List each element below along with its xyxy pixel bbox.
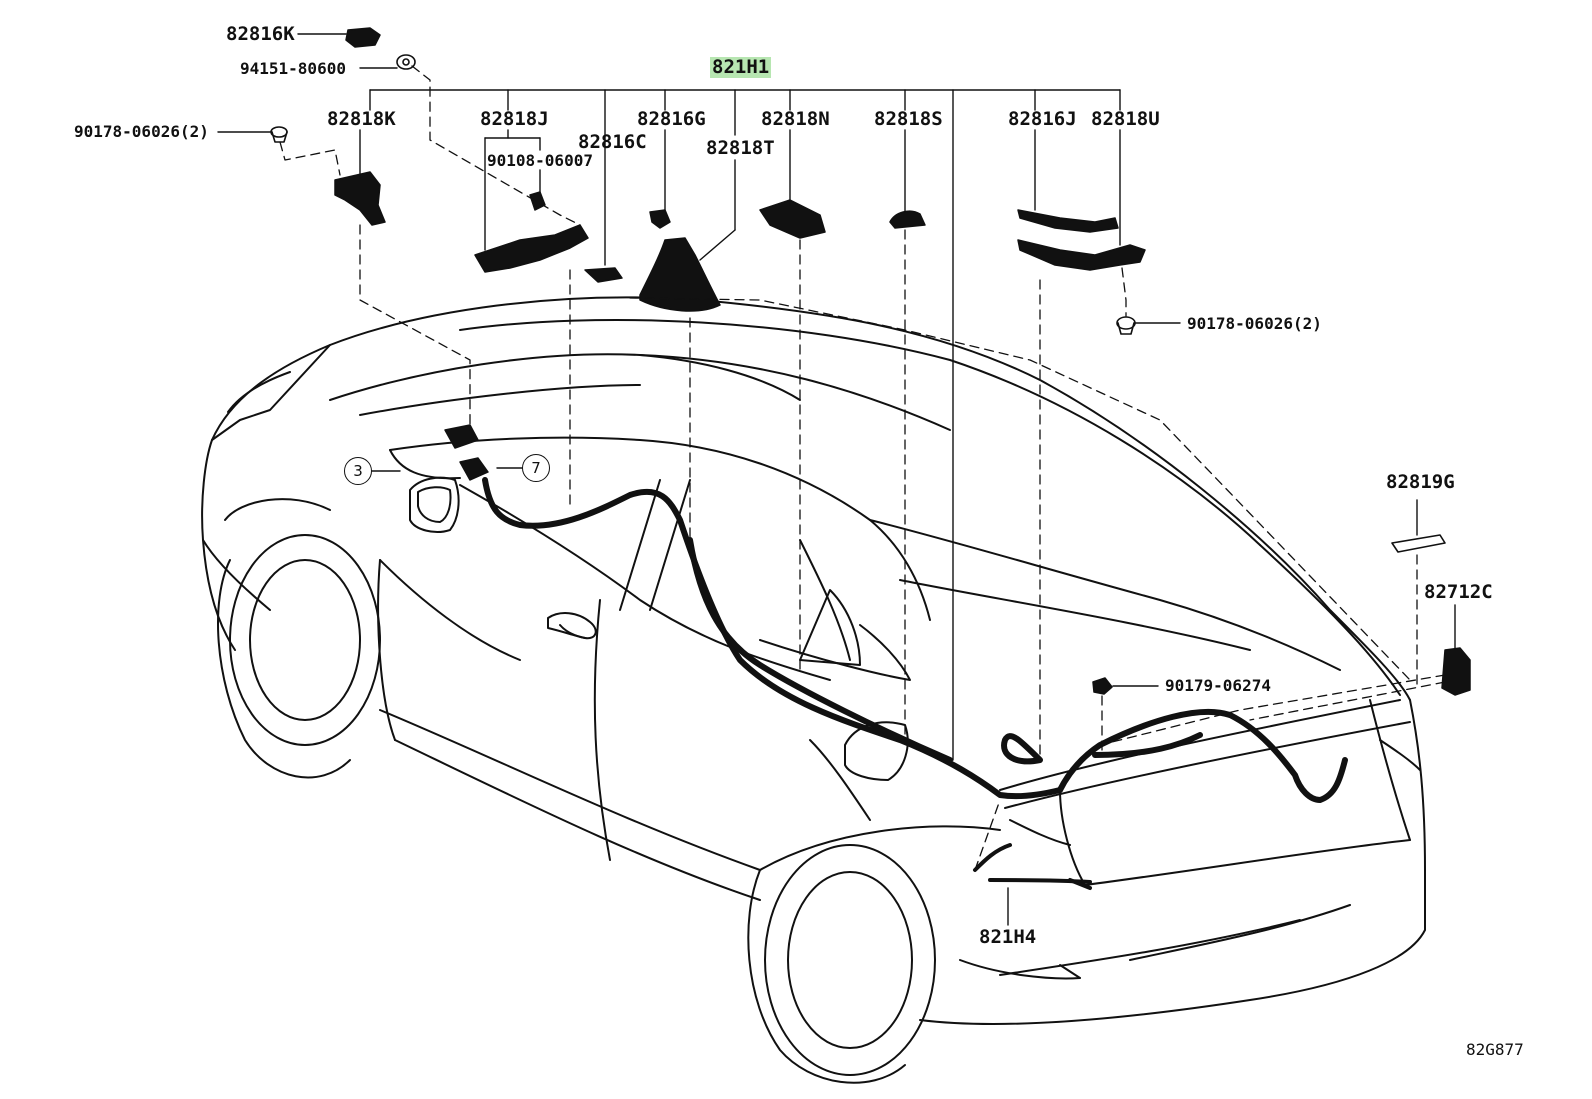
clip-82712C-shape xyxy=(1442,648,1470,695)
bracket-82816J-shape xyxy=(1018,210,1118,232)
rear-harness-821H4 xyxy=(975,845,1090,888)
part-label-94151-80600[interactable]: 94151-80600 xyxy=(240,59,346,78)
bolt-90108-shape xyxy=(530,192,545,210)
part-label-82816C[interactable]: 82816C xyxy=(578,131,647,153)
bracket-82818U-shape xyxy=(1018,240,1145,270)
part-label-82818S[interactable]: 82818S xyxy=(874,108,943,130)
clip-82816G-shape xyxy=(650,210,670,228)
clip-82816C-shape xyxy=(585,268,622,282)
nut-90179-shape xyxy=(1093,678,1112,694)
part-label-82818U[interactable]: 82818U xyxy=(1091,108,1160,130)
washer-94151-shape xyxy=(397,55,415,69)
part-label-82816J[interactable]: 82816J xyxy=(1008,108,1077,130)
bracket-82818N-shape xyxy=(760,200,825,238)
main-part-label[interactable]: 821H1 xyxy=(710,56,772,78)
part-shapes xyxy=(335,28,1470,695)
part-label-82818N[interactable]: 82818N xyxy=(761,108,830,130)
callout-7: 7 xyxy=(522,454,550,482)
leader-lines xyxy=(218,34,1455,925)
bracket-82818K-shape xyxy=(335,172,385,225)
part-label-82818J[interactable]: 82818J xyxy=(480,108,549,130)
part-label-82816G[interactable]: 82816G xyxy=(637,108,706,130)
part-label-82819G[interactable]: 82819G xyxy=(1386,471,1455,493)
part-label-90108-06007[interactable]: 90108-06007 xyxy=(487,151,593,170)
part-label-90179-06274[interactable]: 90179-06274 xyxy=(1165,676,1271,695)
grommet-82818T-shape xyxy=(640,238,720,311)
part-label-82818T[interactable]: 82818T xyxy=(706,137,775,159)
part-label-82712C[interactable]: 82712C xyxy=(1424,581,1493,603)
part-label-90178-left[interactable]: 90178-06026(2) xyxy=(74,122,209,141)
bracket-82818J-shape xyxy=(475,225,588,272)
part-label-90178-right[interactable]: 90178-06026(2) xyxy=(1187,314,1322,333)
clip-82816K-shape xyxy=(346,28,380,47)
part-label-82818K[interactable]: 82818K xyxy=(327,108,396,130)
wire-harness xyxy=(485,480,1345,800)
drawing-code: 82G877 xyxy=(1466,1040,1524,1059)
dashed-leader-lines xyxy=(280,66,1445,870)
part-label-821H4[interactable]: 821H4 xyxy=(979,926,1037,948)
grommet-82818S-shape xyxy=(890,211,925,228)
car-body-outline xyxy=(202,297,1425,1082)
part-label-82816K[interactable]: 82816K xyxy=(226,23,295,45)
label-82819G-shape xyxy=(1392,535,1445,552)
callout-3: 3 xyxy=(344,457,372,485)
